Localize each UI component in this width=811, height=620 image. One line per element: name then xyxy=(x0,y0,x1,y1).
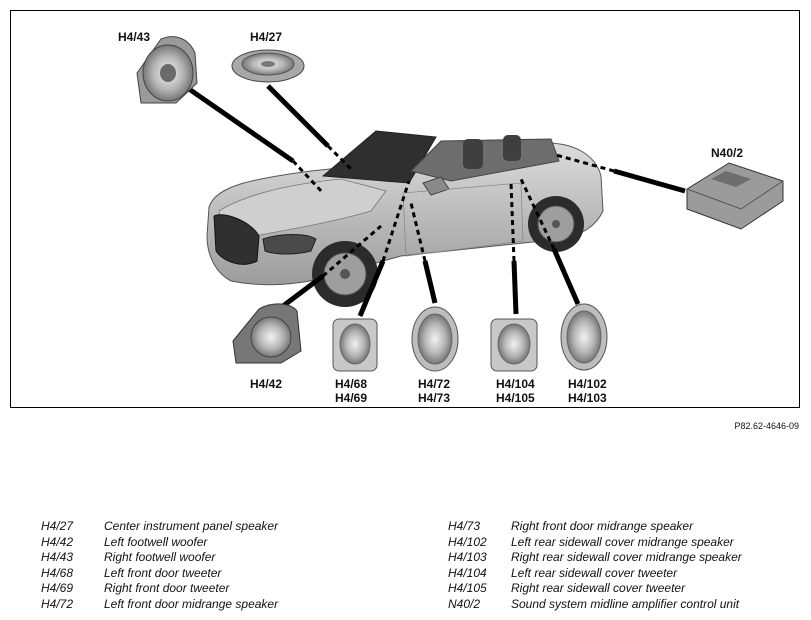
callout-h4-104-h4-105: H4/104 H4/105 xyxy=(496,377,535,405)
legend-code: H4/43 xyxy=(41,550,74,564)
callout-h4-102: H4/102 xyxy=(568,377,607,391)
callout-h4-42: H4/42 xyxy=(250,377,283,391)
callout-h4-43: H4/43 xyxy=(118,30,151,44)
legend-description: Right rear sidewall cover tweeter xyxy=(511,581,686,595)
speaker-h4-104-image xyxy=(490,318,538,372)
legend-code: H4/104 xyxy=(448,565,487,580)
legend-right-column: H4/73 Right front door midrange speaker H… xyxy=(448,519,742,612)
callout-h4-69: H4/69 xyxy=(335,391,368,405)
speaker-h4-43-image xyxy=(136,36,198,104)
legend-code: H4/68 xyxy=(41,565,74,580)
legend-code: H4/73 xyxy=(448,519,481,533)
legend-row: H4/68 Left front door tweeter xyxy=(41,566,278,582)
callout-h4-103: H4/103 xyxy=(568,391,607,405)
legend-description: Left front door midrange speaker xyxy=(104,596,279,611)
callout-h4-68-h4-69: H4/68 H4/69 xyxy=(335,377,367,405)
legend-row: H4/69 Right front door tweeter xyxy=(41,581,278,597)
legend-row: H4/73 Right front door midrange speaker xyxy=(448,519,742,535)
legend-description: Left front door tweeter xyxy=(104,565,222,580)
callout-h4-102-h4-103: H4/102 H4/103 xyxy=(568,377,607,405)
callout-h4-72: H4/72 xyxy=(418,377,451,391)
legend-description: Left rear sidewall cover midrange speake… xyxy=(511,534,734,549)
figure-reference: P82.62-4646-09 xyxy=(734,421,799,431)
leader-lines xyxy=(187,84,686,317)
legend-left-column: H4/27 Center instrument panel speaker H4/… xyxy=(41,519,278,612)
legend-description: Sound system midline amplifier control u… xyxy=(511,596,740,611)
speaker-h4-72-image xyxy=(411,306,459,372)
legend-row: H4/103 Right rear sidewall cover midrange… xyxy=(448,550,742,566)
speaker-h4-68-image xyxy=(332,318,378,372)
callout-n40-2: N40/2 xyxy=(711,146,744,160)
legend-description: Right rear sidewall cover midrange speak… xyxy=(511,550,742,564)
legend-description: Center instrument panel speaker xyxy=(104,519,279,533)
callout-h4-104: H4/104 xyxy=(496,377,535,391)
legend-row: H4/104 Left rear sidewall cover tweeter xyxy=(448,566,742,582)
callout-h4-68: H4/68 xyxy=(335,377,368,391)
speaker-h4-27-image xyxy=(231,49,305,83)
legend-code: H4/102 xyxy=(448,534,487,549)
callout-h4-72-h4-73: H4/72 H4/73 xyxy=(418,377,450,405)
legend-description: Right footwell woofer xyxy=(104,550,216,564)
callout-h4-27: H4/27 xyxy=(250,30,283,44)
legend-row: H4/102 Left rear sidewall cover midrange … xyxy=(448,535,742,551)
legend-code: H4/103 xyxy=(448,550,487,564)
car-speaker-diagram xyxy=(136,36,784,372)
legend-row: H4/43 Right footwell woofer xyxy=(41,550,278,566)
legend-row: N40/2 Sound system midline amplifier cont… xyxy=(448,597,742,613)
legend-description: Right front door midrange speaker xyxy=(511,519,694,533)
legend-code: H4/27 xyxy=(41,519,74,533)
callout-h4-105: H4/105 xyxy=(496,391,535,405)
legend-row: H4/27 Center instrument panel speaker xyxy=(41,519,278,535)
legend-code: H4/42 xyxy=(41,534,74,549)
legend-row: H4/42 Left footwell woofer xyxy=(41,535,278,551)
legend-code: H4/69 xyxy=(41,581,74,595)
convertible-car xyxy=(206,130,604,307)
legend-row: H4/72 Left front door midrange speaker xyxy=(41,597,278,613)
legend-description: Left rear sidewall cover tweeter xyxy=(511,565,678,580)
legend-code: H4/72 xyxy=(41,596,74,611)
diagram-frame: H4/43 H4/27 N40/2 H4/42 H4/68 H4/69 H4/7… xyxy=(10,10,800,408)
callout-h4-73: H4/73 xyxy=(418,391,451,405)
legend-code: N40/2 xyxy=(448,596,481,611)
legend-code: H4/105 xyxy=(448,581,487,595)
speaker-h4-102-image xyxy=(560,303,608,371)
legend-description: Right front door tweeter xyxy=(104,581,230,595)
amplifier-n40-2-image xyxy=(686,162,784,230)
speaker-h4-42-image xyxy=(232,303,302,364)
legend-description: Left footwell woofer xyxy=(104,534,208,549)
legend-row: H4/105 Right rear sidewall cover tweeter xyxy=(448,581,742,597)
